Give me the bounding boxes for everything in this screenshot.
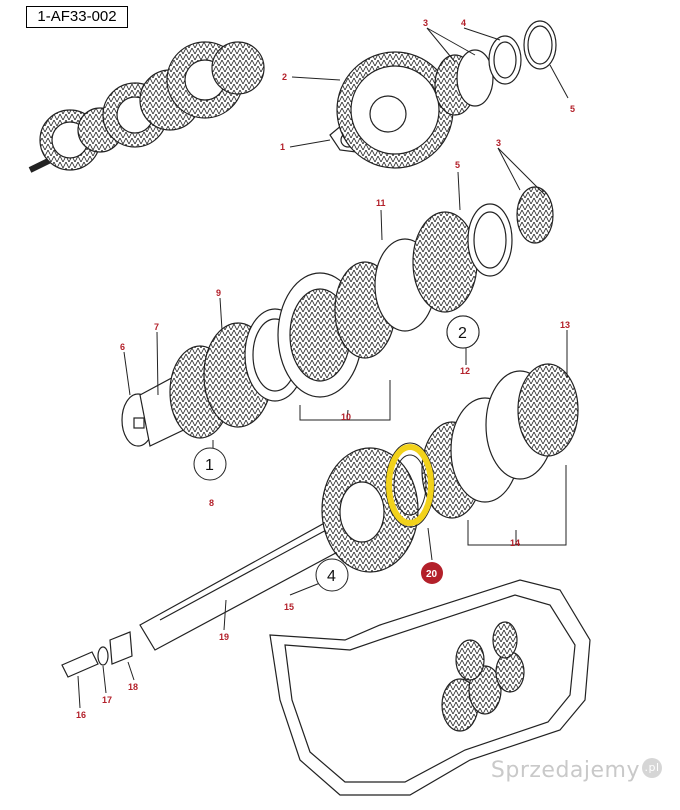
watermark-brand: Sprzedajemy xyxy=(490,758,640,783)
part-label: 5 xyxy=(455,160,460,170)
part-label: 7 xyxy=(154,322,159,332)
part-number-labels: 1 2 3 4 5 5 3 11 9 7 6 10 12 13 8 14 15 … xyxy=(76,18,575,720)
highlighted-part-20-ring xyxy=(385,442,435,528)
small-parts-drawing xyxy=(61,631,133,678)
assembled-shaft-drawing xyxy=(28,41,265,173)
part-label: 3 xyxy=(423,18,428,28)
main-shaft-drawing xyxy=(121,186,554,447)
part-label: 4 xyxy=(461,18,466,28)
part-label: 13 xyxy=(560,320,570,330)
highlighted-part-label: 20 xyxy=(426,569,438,580)
part-label: 17 xyxy=(102,695,112,705)
part-label: 2 xyxy=(282,72,287,82)
part-label: 5 xyxy=(570,104,575,114)
gearbox-housing-drawing xyxy=(269,579,591,796)
diagram-code: 1-AF33-002 xyxy=(26,6,128,28)
part-label: 11 xyxy=(376,198,386,208)
part-label: 15 xyxy=(284,602,294,612)
gear-2-drawing xyxy=(329,20,557,169)
group-label-1: 1 xyxy=(205,457,214,474)
circled-group-numbers: 2 1 4 xyxy=(193,315,480,592)
watermark: Sprzedajemy.pl xyxy=(491,758,662,783)
part-label: 10 xyxy=(341,412,351,422)
part-label: 18 xyxy=(128,682,138,692)
part-label: 6 xyxy=(120,342,125,352)
group-label-2: 2 xyxy=(458,325,467,342)
output-shaft-drawing xyxy=(139,363,579,651)
part-label: 14 xyxy=(510,538,520,548)
part-label: 1 xyxy=(280,142,285,152)
part-label: 19 xyxy=(219,632,229,642)
leader-lines xyxy=(77,27,569,709)
group-label-4: 4 xyxy=(327,568,336,585)
highlighted-part-badge: 20 xyxy=(421,527,443,584)
part-label: 16 xyxy=(76,710,86,720)
part-label: 12 xyxy=(460,366,470,376)
part-label: 3 xyxy=(496,138,501,148)
part-label: 9 xyxy=(216,288,221,298)
part-label: 8 xyxy=(209,498,214,508)
watermark-tld: .pl xyxy=(642,758,662,778)
